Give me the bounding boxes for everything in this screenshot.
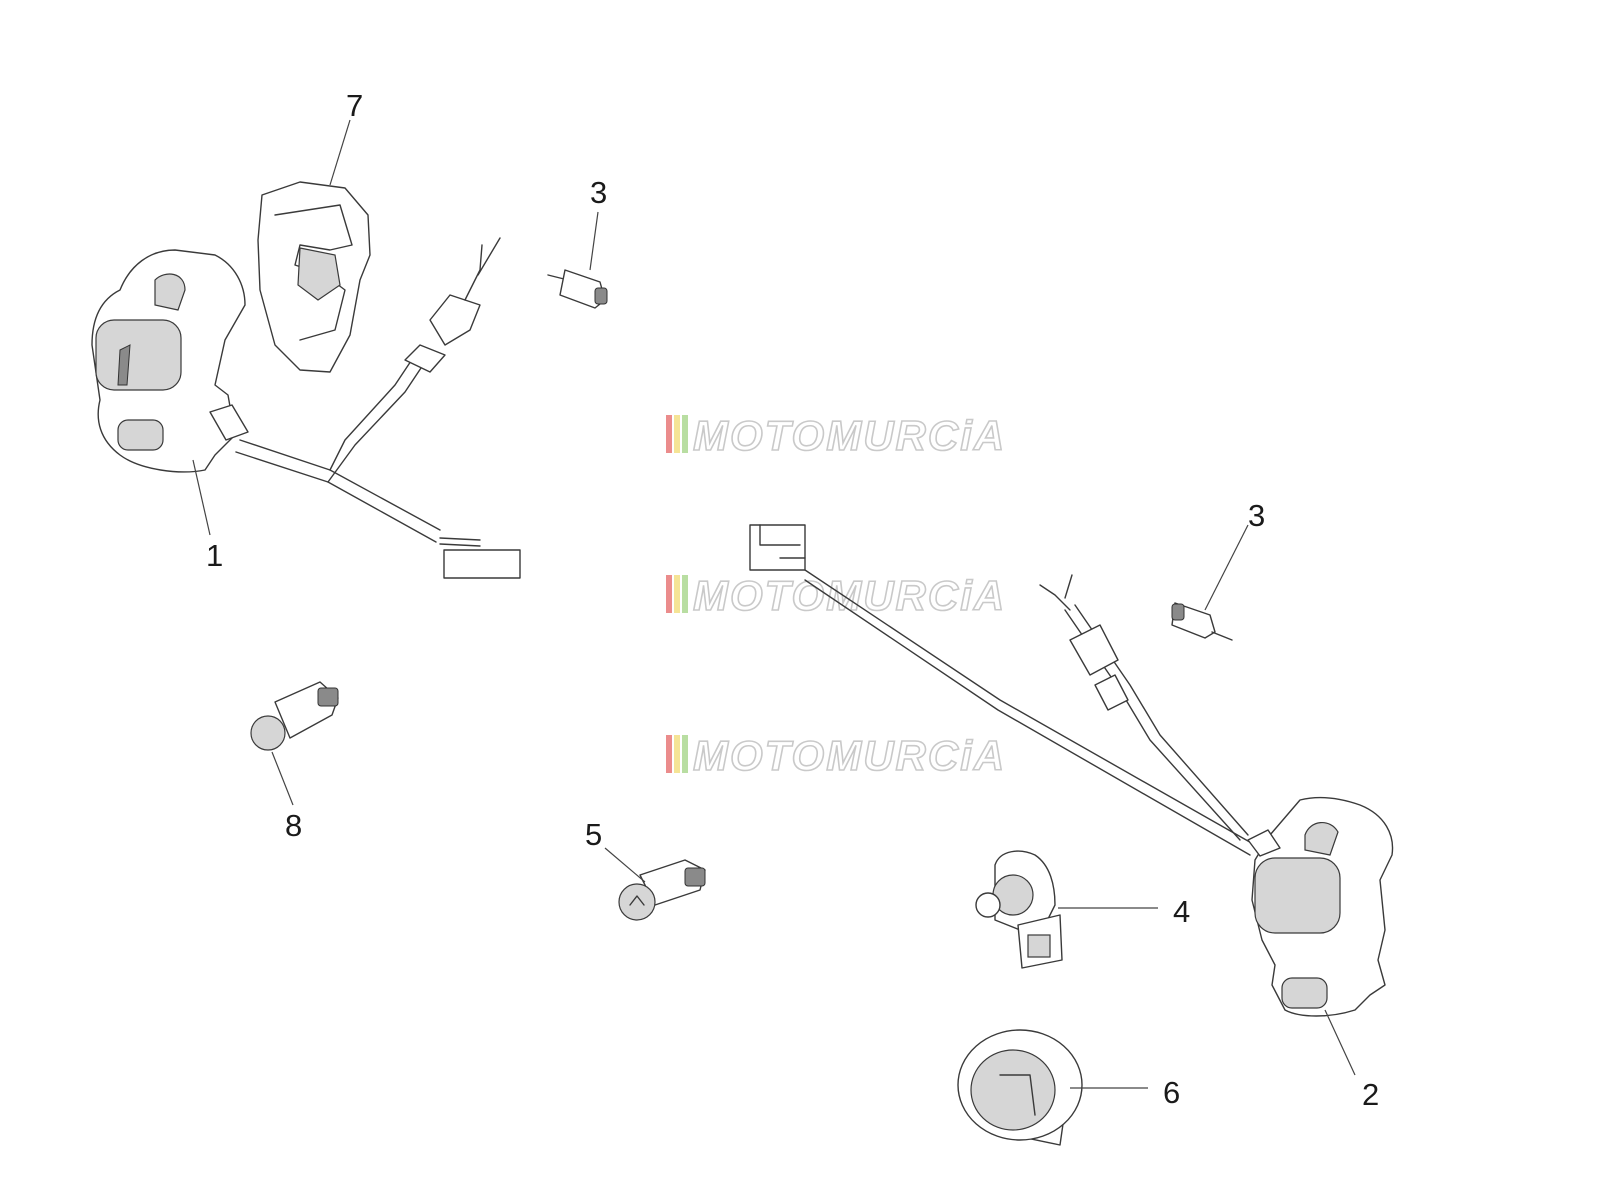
part-5-push-switch <box>618 859 706 921</box>
leader-3-lower <box>1204 524 1249 611</box>
part-2-harness-sleeve-2 <box>1094 674 1129 711</box>
part-1-harness-branch <box>327 354 426 483</box>
leader-lines <box>192 119 1356 1089</box>
part-2-top-button <box>1304 822 1339 856</box>
part-1-connector <box>443 549 521 579</box>
watermark-stripe-yellow <box>674 575 680 613</box>
part-6-bezel-inner <box>970 1049 1056 1131</box>
part-2-harness-tip <box>1039 574 1073 611</box>
callout-6: 6 <box>1163 1075 1180 1110</box>
leader-5 <box>604 847 646 883</box>
part-3-bulb-lower <box>1171 602 1233 641</box>
leader-3-upper <box>589 211 599 271</box>
callout-3-upper: 3 <box>590 175 607 210</box>
part-7-switch-cover <box>257 181 371 373</box>
leader-1 <box>192 459 211 536</box>
callout-4: 4 <box>1173 894 1190 929</box>
part-1-toggle-lever <box>117 344 131 386</box>
part-3-bulb-tip <box>1171 603 1185 621</box>
part-3-bulb-stem <box>1211 631 1233 641</box>
part-1-switch-panel <box>95 319 182 391</box>
watermark-3: MOTOMURCiA <box>666 731 1006 780</box>
part-3-bulb-tip <box>594 287 608 305</box>
watermark-2: MOTOMURCiA <box>666 571 1006 620</box>
part-7-cover-inner <box>274 204 353 341</box>
callout-8: 8 <box>285 808 302 843</box>
watermark-stripe-red <box>666 735 672 773</box>
part-1-harness-tip <box>464 237 501 301</box>
part-8-switch-button <box>250 715 286 751</box>
part-2-harness-main <box>804 569 1256 856</box>
watermark-stripe-red <box>666 415 672 453</box>
part-2-right-switch-assembly <box>749 524 1394 1017</box>
watermark-1: MOTOMURCiA <box>666 411 1006 460</box>
part-2-grommet <box>1247 829 1281 857</box>
part-5-switch-button <box>618 883 656 921</box>
part-4-switch-terminal <box>1027 934 1051 958</box>
watermark-text: MOTOMURCiA <box>693 412 1006 459</box>
callout-1: 1 <box>206 538 223 573</box>
part-2-connector <box>749 524 806 571</box>
watermark-stripe-yellow <box>674 735 680 773</box>
part-1-harness-sleeve-2 <box>429 294 481 346</box>
callout-labels: 1 2 3 3 4 5 6 7 8 <box>206 88 1379 1112</box>
part-6-bezel-detail <box>999 1074 1036 1116</box>
part-5-switch-terminal <box>684 867 706 887</box>
watermark-text: MOTOMURCiA <box>693 732 1006 779</box>
watermark-stripe-green <box>682 735 688 773</box>
part-1-grommet <box>209 404 249 441</box>
watermark-stripe-green <box>682 415 688 453</box>
part-3-bulb-upper <box>547 269 608 309</box>
part-6-switch-bezel <box>957 1029 1083 1146</box>
watermark-text: MOTOMURCiA <box>693 572 1006 619</box>
part-4-rotary-switch <box>975 850 1063 969</box>
callout-2: 2 <box>1362 1077 1379 1112</box>
callout-3-lower: 3 <box>1248 498 1265 533</box>
callout-5: 5 <box>585 817 602 852</box>
watermark-stripe-green <box>682 575 688 613</box>
part-7-cover-cutout <box>297 247 341 301</box>
callout-7: 7 <box>346 88 363 123</box>
part-2-harness-sleeve <box>1069 624 1119 676</box>
leader-7 <box>329 119 351 186</box>
watermark-stripe-yellow <box>674 415 680 453</box>
part-5-button-symbol <box>629 895 645 906</box>
leader-8 <box>271 751 294 806</box>
part-1-bottom-button <box>117 419 164 451</box>
part-4-switch-knob <box>975 892 1001 918</box>
part-8-push-switch <box>250 681 339 751</box>
part-1-harness-sleeve <box>404 344 446 373</box>
part-8-switch-terminal <box>317 687 339 707</box>
part-2-bottom-button <box>1281 977 1328 1009</box>
part-1-top-button <box>154 273 186 311</box>
part-2-connector-detail <box>759 524 806 559</box>
watermark-stripe-red <box>666 575 672 613</box>
leader-2 <box>1324 1009 1356 1076</box>
part-1-left-switch-assembly <box>91 237 521 579</box>
part-2-switch-panel <box>1254 857 1341 934</box>
part-1-connector-pins <box>439 537 481 547</box>
